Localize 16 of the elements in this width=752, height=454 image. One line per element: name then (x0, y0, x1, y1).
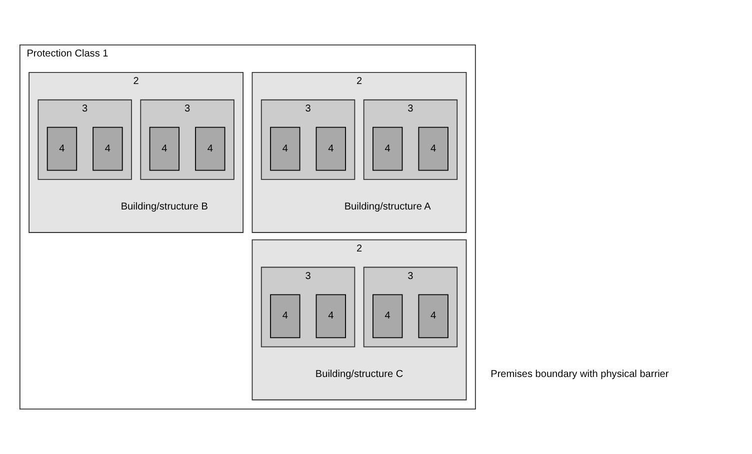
node-label: Building/structure C (315, 368, 404, 380)
node-box: 4 (418, 294, 448, 338)
node-label: Building/structure A (344, 201, 431, 212)
node-box: 4 (372, 294, 403, 338)
node-box: 4 (149, 126, 180, 171)
node-box: 4 (270, 126, 300, 171)
node-box: 4 (270, 294, 300, 338)
node-box: 4 (46, 126, 78, 171)
node-label: Premises boundary with physical barrier (490, 368, 669, 380)
node-label: Building/structure B (120, 201, 208, 212)
node-box: 4 (418, 126, 448, 171)
node-box: 4 (92, 126, 123, 171)
node-box: 4 (195, 126, 226, 171)
node-box: 4 (316, 294, 346, 338)
node-box: 4 (316, 126, 346, 171)
node-box: 4 (372, 126, 403, 171)
